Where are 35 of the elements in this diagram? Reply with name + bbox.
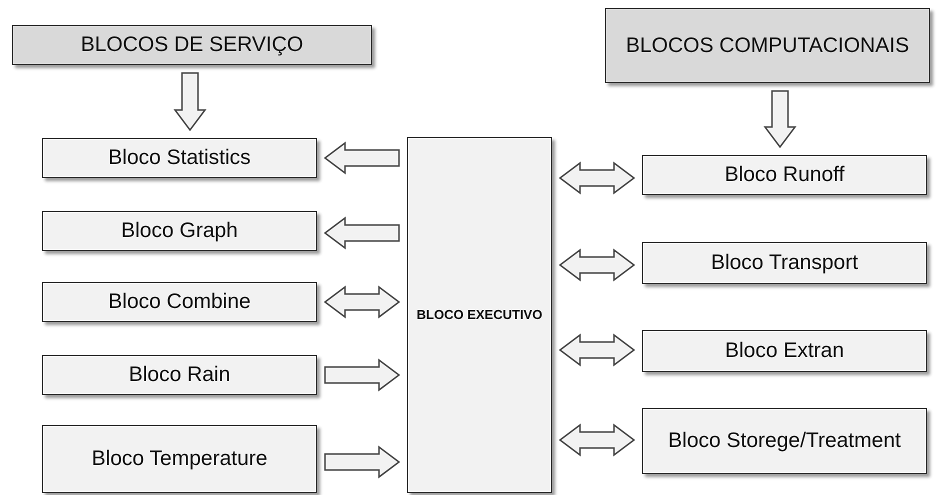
group-header-box	[605, 8, 930, 83]
block-label: Bloco Runoff	[724, 162, 844, 188]
block-label: BLOCOS COMPUTACIONAIS	[626, 32, 910, 58]
process-box	[42, 425, 317, 493]
block-arrow	[764, 90, 796, 148]
process-box	[42, 211, 317, 251]
block-label: Bloco Statistics	[108, 145, 251, 171]
block-arrow	[324, 286, 400, 318]
block-arrow	[324, 446, 400, 478]
block-arrow	[324, 216, 400, 250]
block-label: Bloco Temperature	[92, 446, 268, 472]
block-label: BLOCO EXECUTIVO	[416, 306, 542, 324]
process-box	[642, 155, 927, 195]
block-label: Bloco Extran	[724, 338, 844, 364]
executive-block	[407, 137, 552, 493]
process-box	[42, 282, 317, 322]
group-header-box	[12, 25, 372, 65]
block-label: BLOCOS DE SERVIÇO	[80, 32, 304, 58]
block-arrow	[324, 142, 400, 174]
block-arrow	[558, 162, 636, 194]
block-arrow	[558, 248, 636, 282]
block-label: Bloco Graph	[121, 218, 238, 244]
block-arrow	[174, 72, 206, 132]
block-arrow	[558, 334, 636, 366]
block-label: Bloco Rain	[128, 362, 230, 388]
process-box	[42, 138, 317, 178]
block-label: Bloco Transport	[710, 250, 858, 276]
block-arrow	[558, 424, 636, 456]
block-label: Bloco Combine	[108, 289, 251, 315]
process-box	[642, 330, 927, 372]
process-box	[42, 355, 317, 395]
block-arrow	[324, 358, 400, 392]
block-label: Bloco Storege/Treatment	[668, 428, 901, 454]
process-box	[642, 408, 927, 474]
process-box	[642, 242, 927, 284]
